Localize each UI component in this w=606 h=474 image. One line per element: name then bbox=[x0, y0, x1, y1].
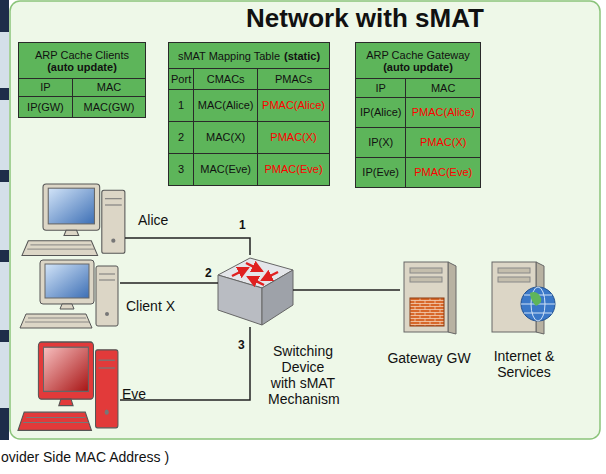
table-cell: IP(GW) bbox=[27, 101, 64, 113]
switching-device: Switching Device with sMAT Mechanism bbox=[218, 255, 293, 327]
internet-server: Internet & Services bbox=[488, 262, 560, 334]
table-cell: CMACs bbox=[207, 73, 245, 85]
table-cell: IP bbox=[40, 81, 50, 93]
node-label: Internet & Services bbox=[484, 348, 564, 380]
table-cell: MAC bbox=[431, 82, 455, 94]
computer-icon bbox=[20, 260, 118, 328]
table-heading: sMAT Mapping Table bbox=[178, 50, 280, 62]
table-cell: PMAC(Alice) bbox=[412, 106, 475, 118]
table-cell: 3 bbox=[178, 163, 184, 175]
gateway-icon bbox=[404, 262, 456, 334]
table-cell: IP bbox=[375, 82, 385, 94]
table-cell: PMACs bbox=[275, 73, 312, 85]
mapping-table: ARP Cache Gateway(auto update) IP MAC IP(Al… bbox=[355, 42, 481, 188]
node-label: Gateway GW bbox=[380, 350, 478, 366]
node-label: Alice bbox=[138, 212, 198, 228]
table-cell: IP(Eve) bbox=[362, 166, 399, 178]
table-cell: IP(Alice) bbox=[360, 106, 402, 118]
computer-icon bbox=[22, 184, 125, 255]
node-label: Switching Device with sMAT Mechanism bbox=[268, 343, 338, 407]
table-cell: MAC(GW) bbox=[84, 101, 135, 113]
mapping-table: ARP Cache Clients(auto update) IP MAC IP(GW… bbox=[18, 42, 146, 118]
table-cell: MAC bbox=[97, 81, 121, 93]
table-cell: PMAC(X) bbox=[420, 136, 466, 148]
table-cell: MAC(Eve) bbox=[200, 163, 251, 175]
node-label: Eve bbox=[122, 386, 172, 402]
mapping-table: sMAT Mapping Table (static) Port CMACs PMACs… bbox=[168, 42, 330, 186]
table-cell: PMAC(Eve) bbox=[265, 163, 323, 175]
client-computer: Alice bbox=[22, 184, 125, 255]
table-cell: MAC(X) bbox=[206, 131, 245, 143]
table-heading: ARP Cache Clients bbox=[35, 49, 129, 61]
table-heading: ARP Cache Gateway bbox=[366, 49, 470, 61]
table-heading: (auto update) bbox=[47, 61, 117, 73]
table-cell: PMAC(Eve) bbox=[414, 166, 472, 178]
node-label: Client X bbox=[126, 298, 196, 314]
table-cell: 2 bbox=[178, 131, 184, 143]
table-cell: IP(X) bbox=[368, 136, 393, 148]
internet-server-icon bbox=[492, 262, 555, 334]
table-cell: MAC(Alice) bbox=[198, 99, 254, 111]
note-text: ovider Side MAC Address ) bbox=[1, 449, 169, 465]
attacker-computer: Eve bbox=[18, 342, 120, 430]
table-cell: PMAC(Alice) bbox=[262, 99, 325, 111]
network-cable bbox=[120, 282, 218, 284]
port-number: 2 bbox=[203, 266, 214, 280]
gateway-server: Gateway GW bbox=[400, 262, 458, 334]
network-cable bbox=[125, 238, 250, 255]
table-cell: PMAC(X) bbox=[270, 131, 316, 143]
port-number: 1 bbox=[237, 218, 248, 232]
table-heading: (auto update) bbox=[383, 61, 453, 73]
port-number: 3 bbox=[236, 338, 247, 352]
table-cell: Port bbox=[171, 73, 191, 85]
left-strip bbox=[0, 0, 9, 440]
diagram-title: Network with sMAT bbox=[170, 3, 560, 34]
table-heading: (static) bbox=[284, 50, 320, 62]
panel bbox=[10, 1, 600, 439]
switch-icon bbox=[218, 258, 293, 325]
table-cell: 1 bbox=[178, 99, 184, 111]
client-computer: Client X bbox=[20, 260, 120, 330]
computer-icon bbox=[18, 342, 118, 430]
network-cable bbox=[293, 289, 400, 291]
